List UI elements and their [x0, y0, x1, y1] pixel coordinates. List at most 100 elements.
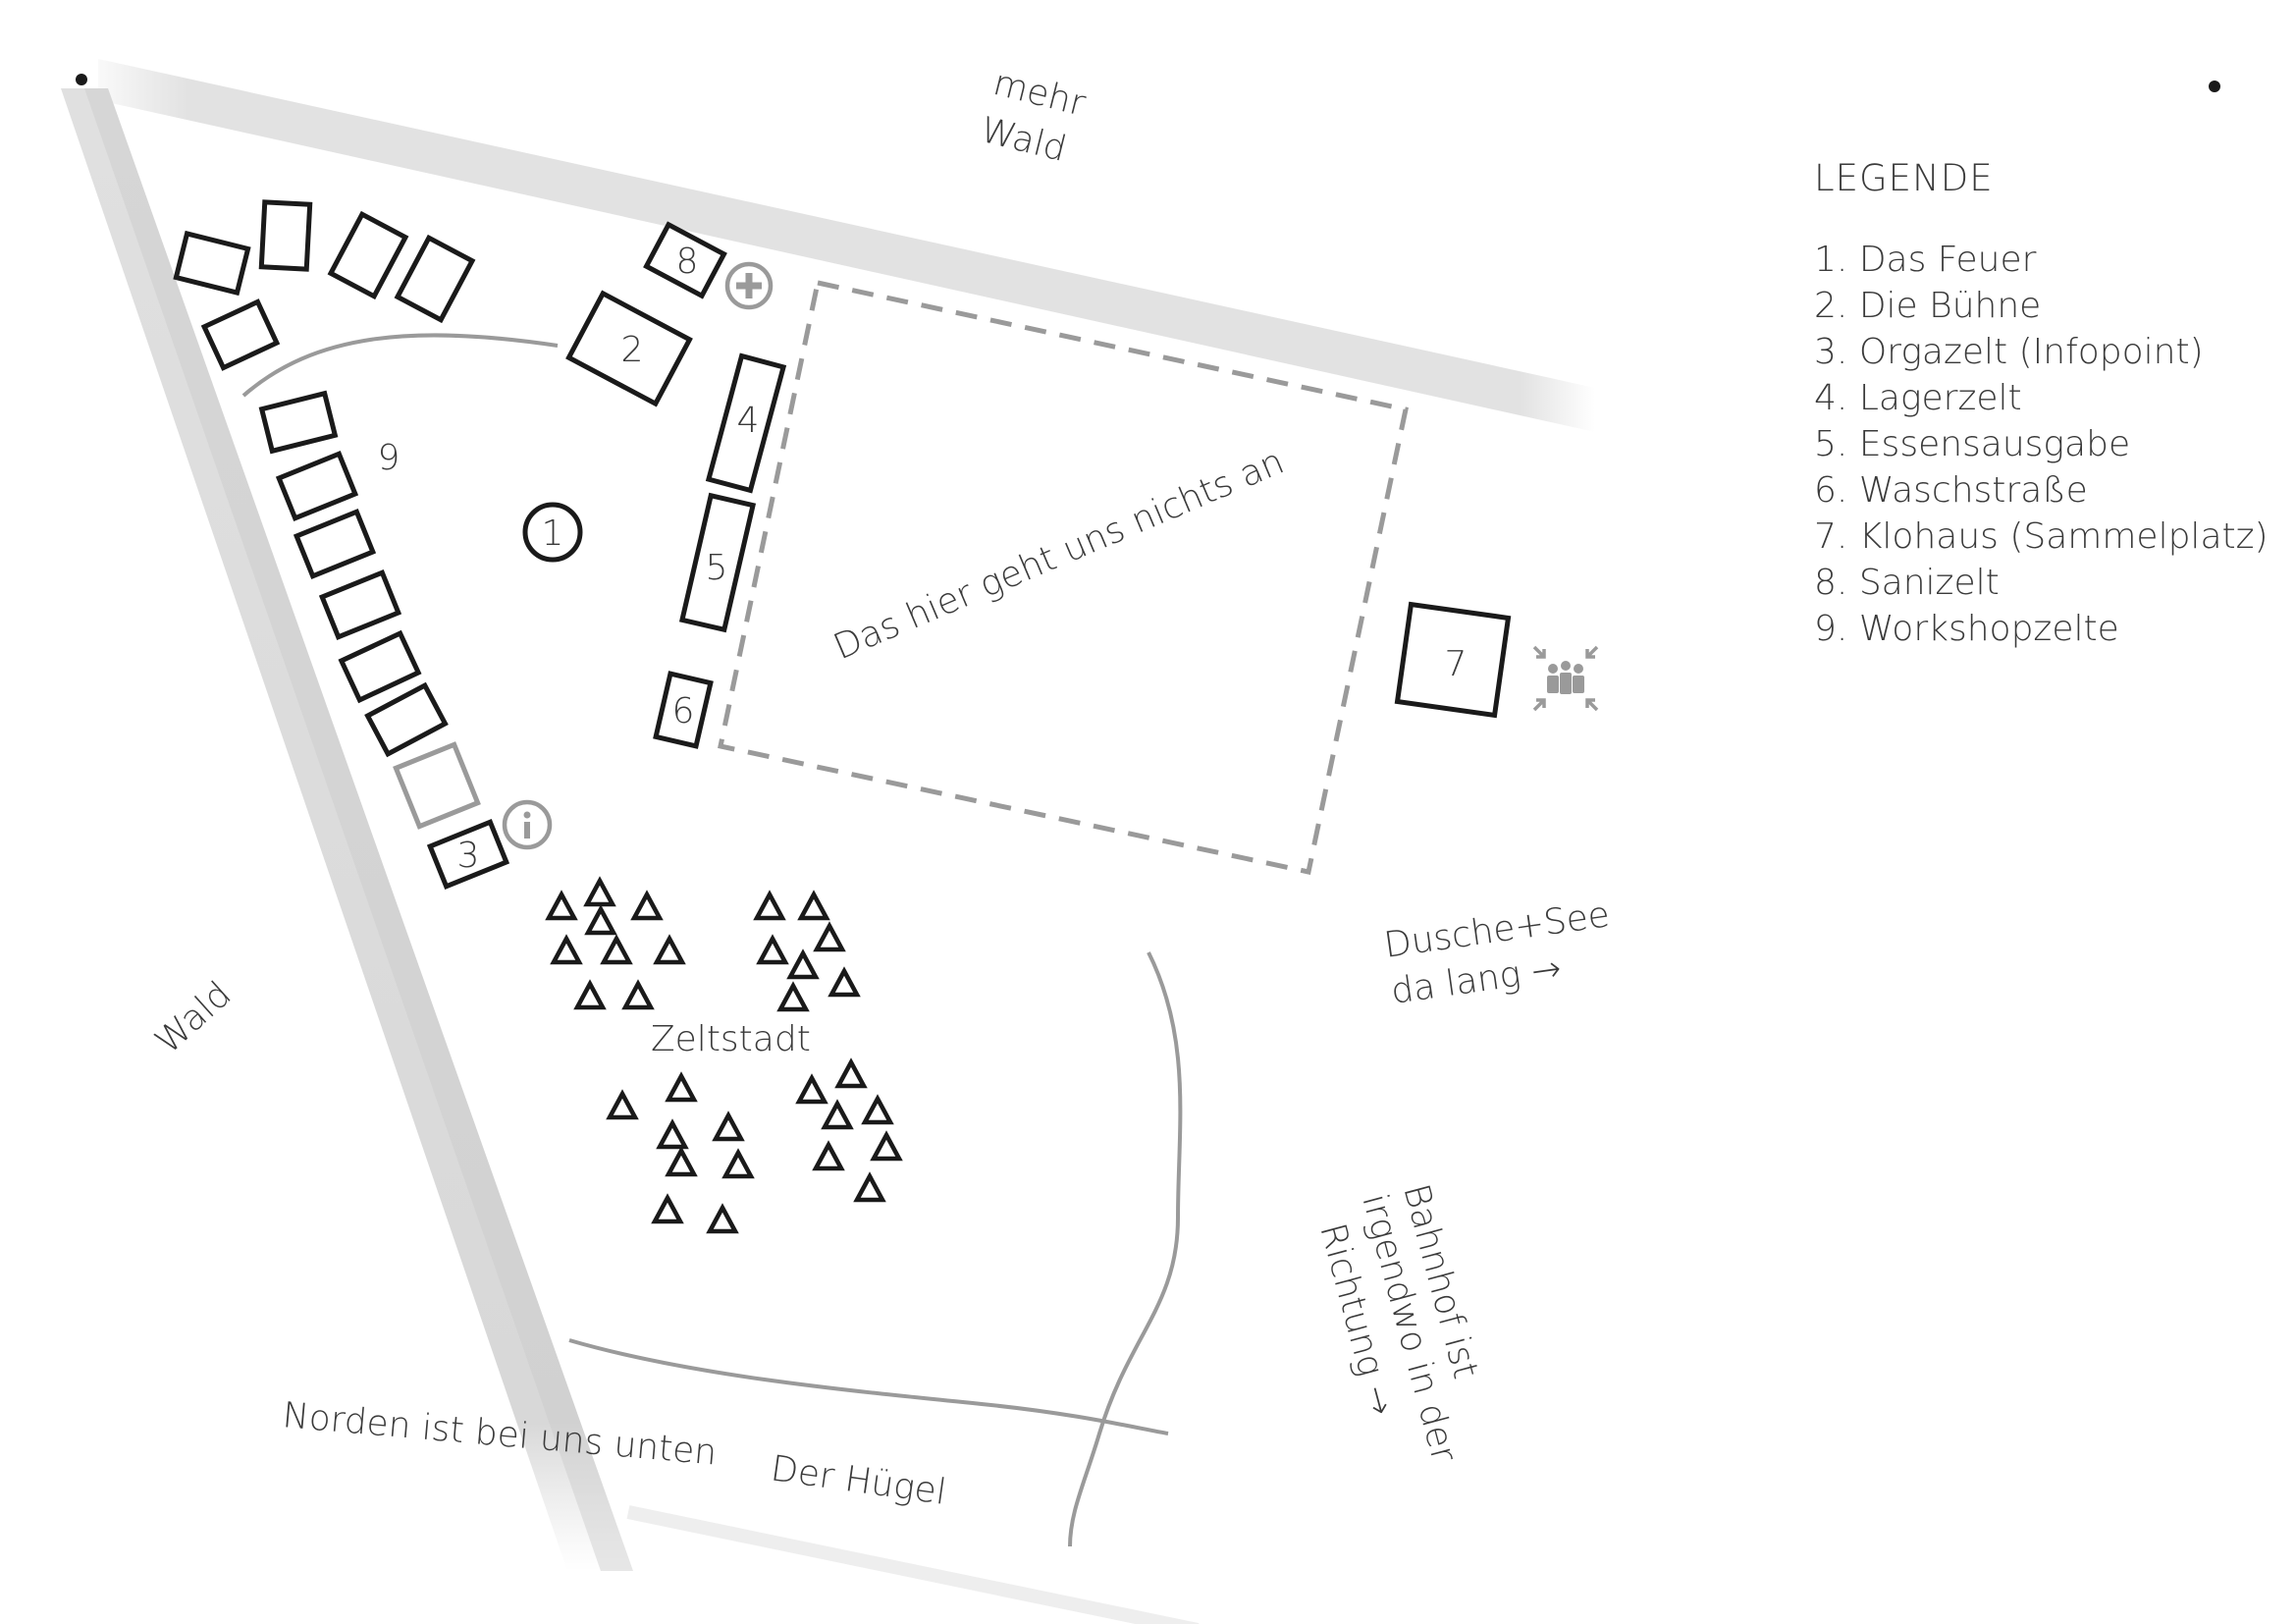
path-hill [568, 1338, 1169, 1435]
legend-item-label: Sanizelt [1858, 563, 2000, 603]
dashed-zone [718, 280, 1409, 875]
workshop-tent [293, 508, 377, 580]
label-hill: Der Hügel [769, 1448, 949, 1513]
tent-icon [660, 1123, 685, 1147]
top-road [98, 59, 1595, 432]
legend-item-label: Das Feuer [1858, 240, 2037, 280]
legend-item: 3. Orgazelt (Infopoint) [1814, 329, 2275, 375]
workshop-tent [364, 681, 449, 758]
tent-icon [801, 894, 827, 918]
tent-icon [816, 1145, 841, 1168]
tent-icon [790, 953, 816, 977]
label-tent-city: Zeltstadt [651, 1019, 811, 1059]
legend-item-label: Waschstraße [1858, 470, 2088, 511]
legend-item-label: Lagerzelt [1858, 378, 2022, 418]
food-tent [678, 492, 757, 633]
workshop-tent [200, 298, 281, 371]
tent-icon [825, 1104, 850, 1127]
marker-5: 5 [706, 548, 728, 588]
workshop-tent [275, 450, 359, 522]
fire-pit [522, 502, 583, 563]
workshop-tent [173, 230, 251, 297]
legend-item-number: 9. [1814, 609, 1848, 649]
legend-item-number: 8. [1814, 563, 1848, 603]
stage-tent [565, 290, 693, 407]
path-workshop [241, 333, 559, 398]
legend-item: 1. Das Feuer [1814, 237, 2275, 283]
legend-item-number: 6. [1814, 470, 1848, 511]
legend-title: LEGENDE [1814, 157, 1994, 199]
tent-icon [577, 984, 603, 1007]
label-wald-left: Wald [148, 974, 240, 1061]
wash-station [653, 671, 714, 749]
legend-list: 1. Das Feuer 2. Die Bühne 3. Orgazelt (I… [1814, 237, 2275, 652]
tent-icon [668, 1076, 694, 1100]
marker-8: 8 [676, 242, 699, 282]
tent-icon [817, 926, 842, 949]
legend-item-number: 1. [1814, 240, 1848, 280]
legend-item: 5. Essensausgabe [1814, 421, 2275, 467]
tent-icon [831, 971, 857, 995]
workshop-tents [173, 199, 481, 830]
legend-item-label: Essensausgabe [1858, 424, 2131, 464]
legend-item-number: 4. [1814, 378, 1848, 418]
marker-9: 9 [378, 438, 400, 478]
tent-icon [655, 1198, 680, 1221]
tent-icon [549, 894, 574, 918]
legend-item: 2. Die Bühne [1814, 283, 2275, 329]
first-aid-icon [724, 261, 774, 310]
tent-icon [865, 1099, 890, 1122]
legend-item-number: 3. [1814, 332, 1848, 372]
legend-item: 7. Klohaus (Sammelplatz) [1814, 514, 2275, 560]
tent-icon [799, 1078, 825, 1102]
info-icon [502, 799, 553, 850]
tent-icon [554, 939, 579, 962]
label-wald-top: Wald [977, 110, 1071, 170]
label-north-note: Norden ist bei uns unten [281, 1395, 719, 1474]
org-tent [426, 818, 510, 891]
assembly-point-icon [1532, 645, 1599, 712]
tent-icon [874, 1135, 899, 1159]
left-road-shade [84, 88, 633, 1571]
workshop-tent [338, 629, 422, 704]
workshop-tent [258, 390, 339, 455]
legend-item: 9. Workshopzelte [1814, 606, 2275, 652]
legend-item-label: Workshopzelte [1858, 609, 2119, 649]
legend-item-number: 2. [1814, 286, 1848, 326]
legend-item-number: 5. [1814, 424, 1848, 464]
tent-icon [760, 939, 785, 962]
toilet-house [1394, 601, 1512, 719]
legend-item-label: Die Bühne [1858, 286, 2042, 326]
marker-2: 2 [621, 330, 644, 370]
legend: LEGENDE 1. Das Feuer 2. Die Bühne 3. Org… [1814, 157, 2275, 652]
tent-icon [716, 1115, 741, 1139]
left-road [61, 88, 633, 1571]
corner-dot [76, 74, 87, 85]
marker-6: 6 [672, 691, 695, 731]
path-south [1068, 951, 1183, 1547]
marker-4: 4 [737, 401, 760, 441]
tent-icon [625, 984, 651, 1007]
workshop-tent [258, 199, 313, 272]
label-shower-lake-1: Dusche+See [1382, 894, 1613, 966]
tent-icon [587, 881, 613, 904]
marker-3: 3 [457, 836, 480, 876]
workshop-tent [394, 234, 476, 324]
bottom-edge [626, 1505, 1200, 1624]
tent-icon [610, 1094, 635, 1117]
workshop-tent-empty [393, 741, 481, 830]
corner-dot [2209, 81, 2220, 92]
legend-item: 4. Lagerzelt [1814, 375, 2275, 421]
legend-item-label: Orgazelt (Infopoint) [1858, 332, 2204, 372]
tent-icon [780, 986, 806, 1009]
workshop-tent [318, 568, 402, 641]
tent-icon [657, 939, 682, 962]
label-unconcerned-zone: Das hier geht uns nichts an [828, 442, 1290, 669]
medic-tent [643, 221, 727, 299]
marker-7: 7 [1445, 644, 1468, 684]
legend-item: 8. Sanizelt [1814, 560, 2275, 606]
tent-icon [857, 1176, 882, 1200]
tent-icon [710, 1208, 735, 1231]
tent-icon [634, 894, 660, 918]
